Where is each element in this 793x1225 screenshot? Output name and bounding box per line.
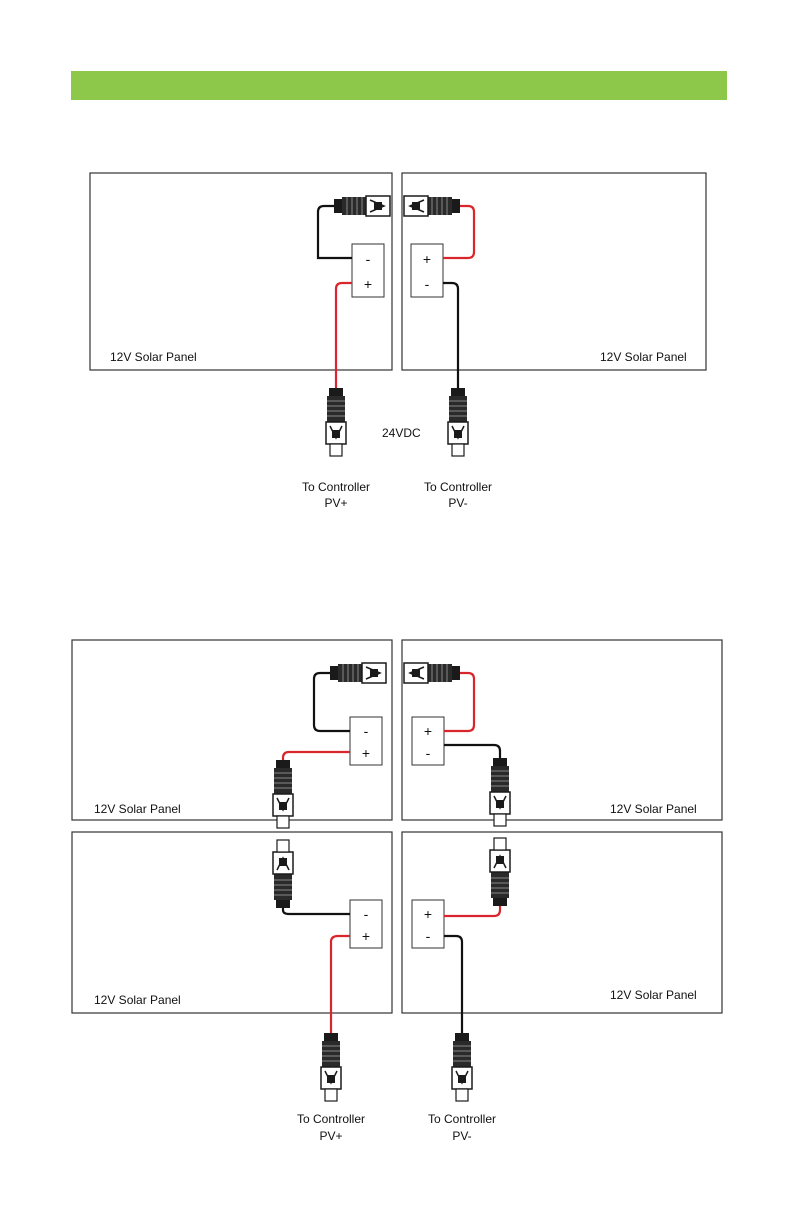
terminal-negative: - — [364, 723, 369, 739]
solar-panel-bottom-left — [72, 832, 392, 1013]
controller-pv-minus-label: PV- — [448, 496, 467, 510]
mc4-connector-pv-plus — [326, 388, 346, 456]
controller-pv-plus-label: To Controller — [297, 1112, 365, 1126]
panel-label: 12V Solar Panel — [610, 802, 697, 816]
terminal-negative: - — [426, 928, 431, 944]
mc4-connector-female — [404, 663, 460, 683]
mc4-connector-male — [330, 663, 386, 683]
mc4-connector-pv-minus — [452, 1033, 472, 1101]
controller-pv-plus-label: PV+ — [324, 496, 347, 510]
terminal-negative: - — [425, 276, 430, 292]
terminal-positive: + — [362, 745, 370, 761]
controller-pv-plus-label: PV+ — [319, 1129, 342, 1143]
diagram-four-panels-series-parallel: 12V Solar Panel 12V Solar Panel 12V Sola… — [72, 640, 722, 1143]
terminal-positive: + — [362, 928, 370, 944]
panel-label: 12V Solar Panel — [94, 802, 181, 816]
controller-pv-minus-label: To Controller — [424, 480, 492, 494]
panel-label: 12V Solar Panel — [94, 993, 181, 1007]
terminal-positive: + — [364, 276, 372, 292]
mc4-connector-male — [334, 196, 390, 216]
mc4-connector-pv-minus — [448, 388, 468, 456]
terminal-negative: - — [364, 906, 369, 922]
diagram-two-panels-series: 12V Solar Panel 12V Solar Panel - + + - … — [90, 173, 706, 510]
mc4-connector-pv-plus — [321, 1033, 341, 1101]
terminal-positive: + — [424, 723, 432, 739]
terminal-negative: - — [366, 251, 371, 267]
mc4-connector-female — [404, 196, 460, 216]
terminal-positive: + — [423, 251, 431, 267]
panel-label: 12V Solar Panel — [600, 350, 687, 364]
panel-label: 12V Solar Panel — [610, 988, 697, 1002]
controller-pv-plus-label: To Controller — [302, 480, 370, 494]
solar-panel-bottom-right — [402, 832, 722, 1013]
terminal-positive: + — [424, 906, 432, 922]
controller-pv-minus-label: PV- — [452, 1129, 471, 1143]
panel-label: 12V Solar Panel — [110, 350, 197, 364]
controller-pv-minus-label: To Controller — [428, 1112, 496, 1126]
voltage-label: 24VDC — [382, 426, 421, 440]
terminal-negative: - — [426, 745, 431, 761]
